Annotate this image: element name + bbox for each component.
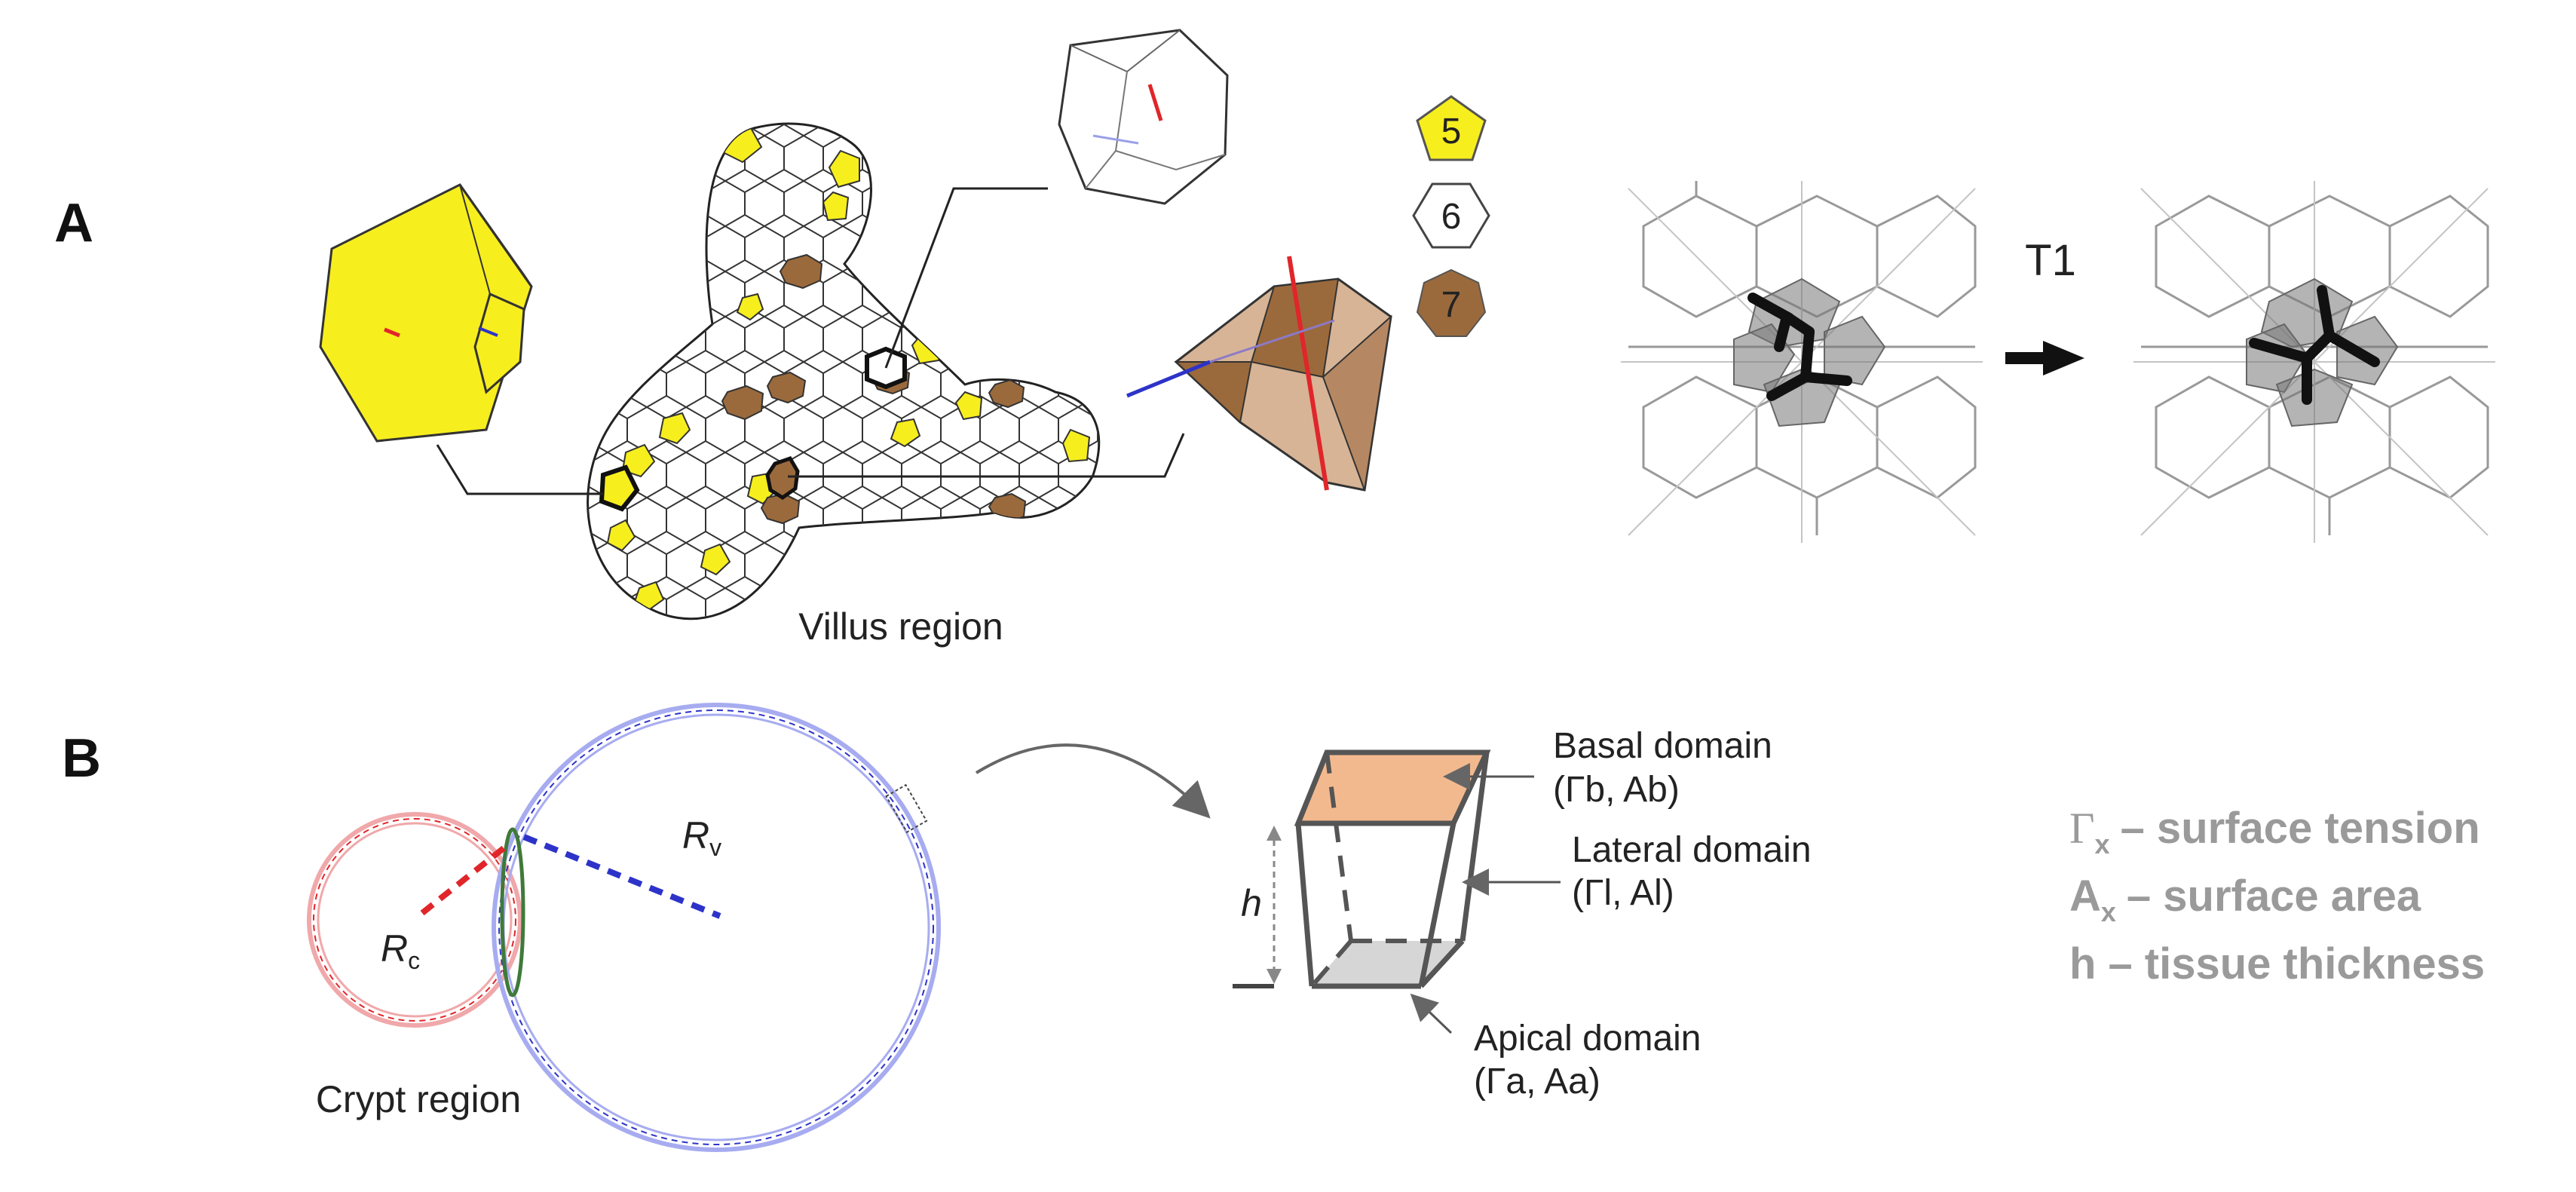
apical-domain-title: Apical domain — [1474, 1019, 1702, 1059]
cell-prism — [1294, 749, 1491, 989]
thickness-label: h — [1241, 882, 1262, 924]
legend-value-5: 5 — [1441, 112, 1462, 152]
t1-before-network — [1621, 181, 1983, 543]
crypt-radius-line — [416, 845, 506, 919]
pentagonal-cell-3d — [319, 183, 533, 443]
basal-domain-params: (Γb, Ab) — [1553, 770, 1680, 810]
pentagon-cells — [606, 125, 1091, 611]
heptagon-cells — [721, 253, 1027, 525]
crypt-villus-junction — [500, 827, 525, 997]
symbol-key: Γx– surface tension Ax– surface area h– … — [2069, 804, 2485, 988]
t1-arrow — [2005, 341, 2084, 375]
cell-shape-legend: 5 6 7 — [1412, 95, 1490, 337]
apical-pointer — [1410, 993, 1453, 1034]
legend-value-6: 6 — [1441, 197, 1462, 237]
highlighted-heptagon-cell — [765, 455, 800, 501]
zoom-arrow — [975, 743, 1211, 819]
basal-domain-title: Basal domain — [1553, 726, 1772, 766]
highlighted-pentagon-cell — [599, 464, 640, 512]
pentagon-icon — [1416, 95, 1487, 161]
panel-a-label: A — [54, 193, 93, 253]
villus-mesh — [587, 122, 1101, 621]
heptagonal-cell-3d — [1126, 256, 1392, 492]
hexagon-icon — [1412, 182, 1490, 249]
legend-heptagon: 7 — [1416, 268, 1487, 337]
t1-label: T1 — [2025, 236, 2076, 285]
key-row-thickness: h– tissue thickness — [2069, 939, 2485, 988]
legend-hexagon: 6 — [1412, 182, 1490, 249]
key-row-area: Ax– surface area — [2069, 872, 2421, 927]
leader-lines — [436, 187, 1185, 495]
panel-b-label: B — [62, 728, 101, 789]
legend-pentagon: 5 — [1416, 95, 1487, 161]
crypt-circle — [307, 812, 522, 1028]
crypt-radius-label: Rc — [381, 927, 420, 974]
key-row-tension: Γx– surface tension — [2069, 804, 2480, 860]
t1-after-network — [2133, 181, 2495, 543]
lateral-domain-title: Lateral domain — [1572, 830, 1812, 870]
crypt-region-label: Crypt region — [316, 1078, 521, 1120]
villus-circle — [492, 703, 941, 1152]
heptagon-icon — [1416, 268, 1487, 337]
hexagonal-cell-3d — [1058, 29, 1229, 205]
villus-region-label: Villus region — [798, 605, 1003, 648]
legend-value-7: 7 — [1441, 285, 1462, 325]
villus-radius-line — [522, 834, 721, 919]
lateral-domain-params: (Γl, Al) — [1572, 873, 1674, 913]
thickness-indicator: h — [1233, 826, 1282, 988]
apical-domain-params: (Γa, Aa) — [1474, 1062, 1600, 1102]
villus-radius-label: Rv — [682, 814, 721, 861]
